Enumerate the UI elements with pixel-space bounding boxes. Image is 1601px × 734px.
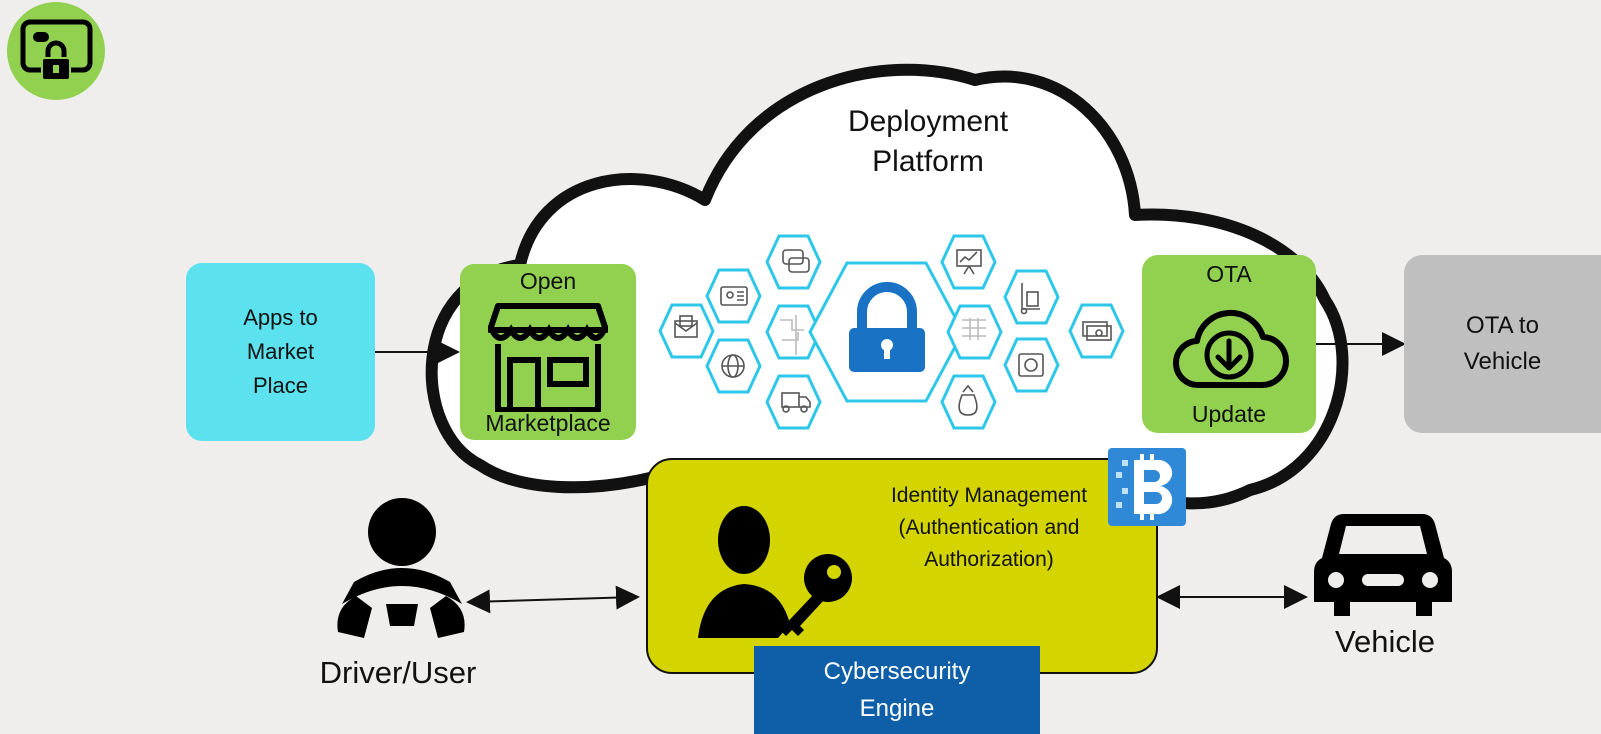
hex-hand-truck [1003, 269, 1060, 325]
vehicle-label: Vehicle [1335, 624, 1435, 659]
hex-safe [1003, 337, 1060, 393]
safe-icon [1018, 353, 1044, 377]
apps-to-marketplace-label: Apps to Market Place [243, 305, 318, 398]
ota-update-box: OTA Update [1142, 255, 1316, 433]
id-card-icon [720, 286, 748, 306]
hex-truck [765, 374, 822, 430]
money-bag-icon [958, 384, 978, 416]
open-marketplace-box: Open Marketplace [460, 264, 636, 440]
cloud-download-icon [1173, 309, 1289, 389]
blockchain-badge [1108, 448, 1186, 526]
cybersecurity-label: Cybersecurity Engine [823, 658, 971, 722]
car-icon [1314, 514, 1452, 616]
marketplace-bottom-label: Marketplace [485, 410, 611, 436]
driver-label: Driver/User [319, 655, 477, 690]
service-hexagons [658, 234, 1125, 430]
circuit-right-icon [962, 318, 986, 340]
user-key-icon [698, 506, 852, 638]
hex-chat [765, 234, 822, 290]
ota-top-label: OTA [1206, 261, 1252, 287]
circuit-icon [780, 315, 804, 355]
marketplace-top-label: Open [519, 268, 577, 294]
cybersecurity-engine-box: Cybersecurity Engine [754, 646, 1040, 734]
presentation-icon [956, 249, 982, 275]
driver-icon [337, 498, 465, 638]
hex-presentation [940, 234, 997, 290]
storefront-icon [488, 303, 608, 412]
identity-label: Identity Management (Authentication and … [890, 484, 1088, 571]
ota-to-vehicle-box: OTA to Vehicle [1404, 255, 1601, 433]
hex-money-bag [940, 374, 997, 430]
chat-icon [782, 249, 810, 273]
hex-circuit-right [946, 304, 1003, 360]
cash-icon [1082, 321, 1112, 341]
apps-to-marketplace-box: Apps to Market Place [186, 263, 375, 441]
identity-management-box: Identity Management (Authentication and … [646, 458, 1158, 674]
ota-bottom-label: Update [1191, 401, 1267, 427]
arrow-driver-identity [466, 585, 640, 614]
truck-icon [781, 392, 811, 413]
mail-icon [674, 315, 698, 338]
ota-to-vehicle-label: OTA to Vehicle [1463, 312, 1542, 375]
globe-icon [721, 354, 745, 378]
cloud-title: Deployment Platform [847, 105, 1009, 178]
padlock-icon [849, 282, 925, 372]
screen-lock-icon [7, 2, 105, 100]
hand-truck-icon [1020, 283, 1040, 315]
app-badge [6, 1, 106, 101]
bitcoin-icon [1116, 454, 1173, 520]
